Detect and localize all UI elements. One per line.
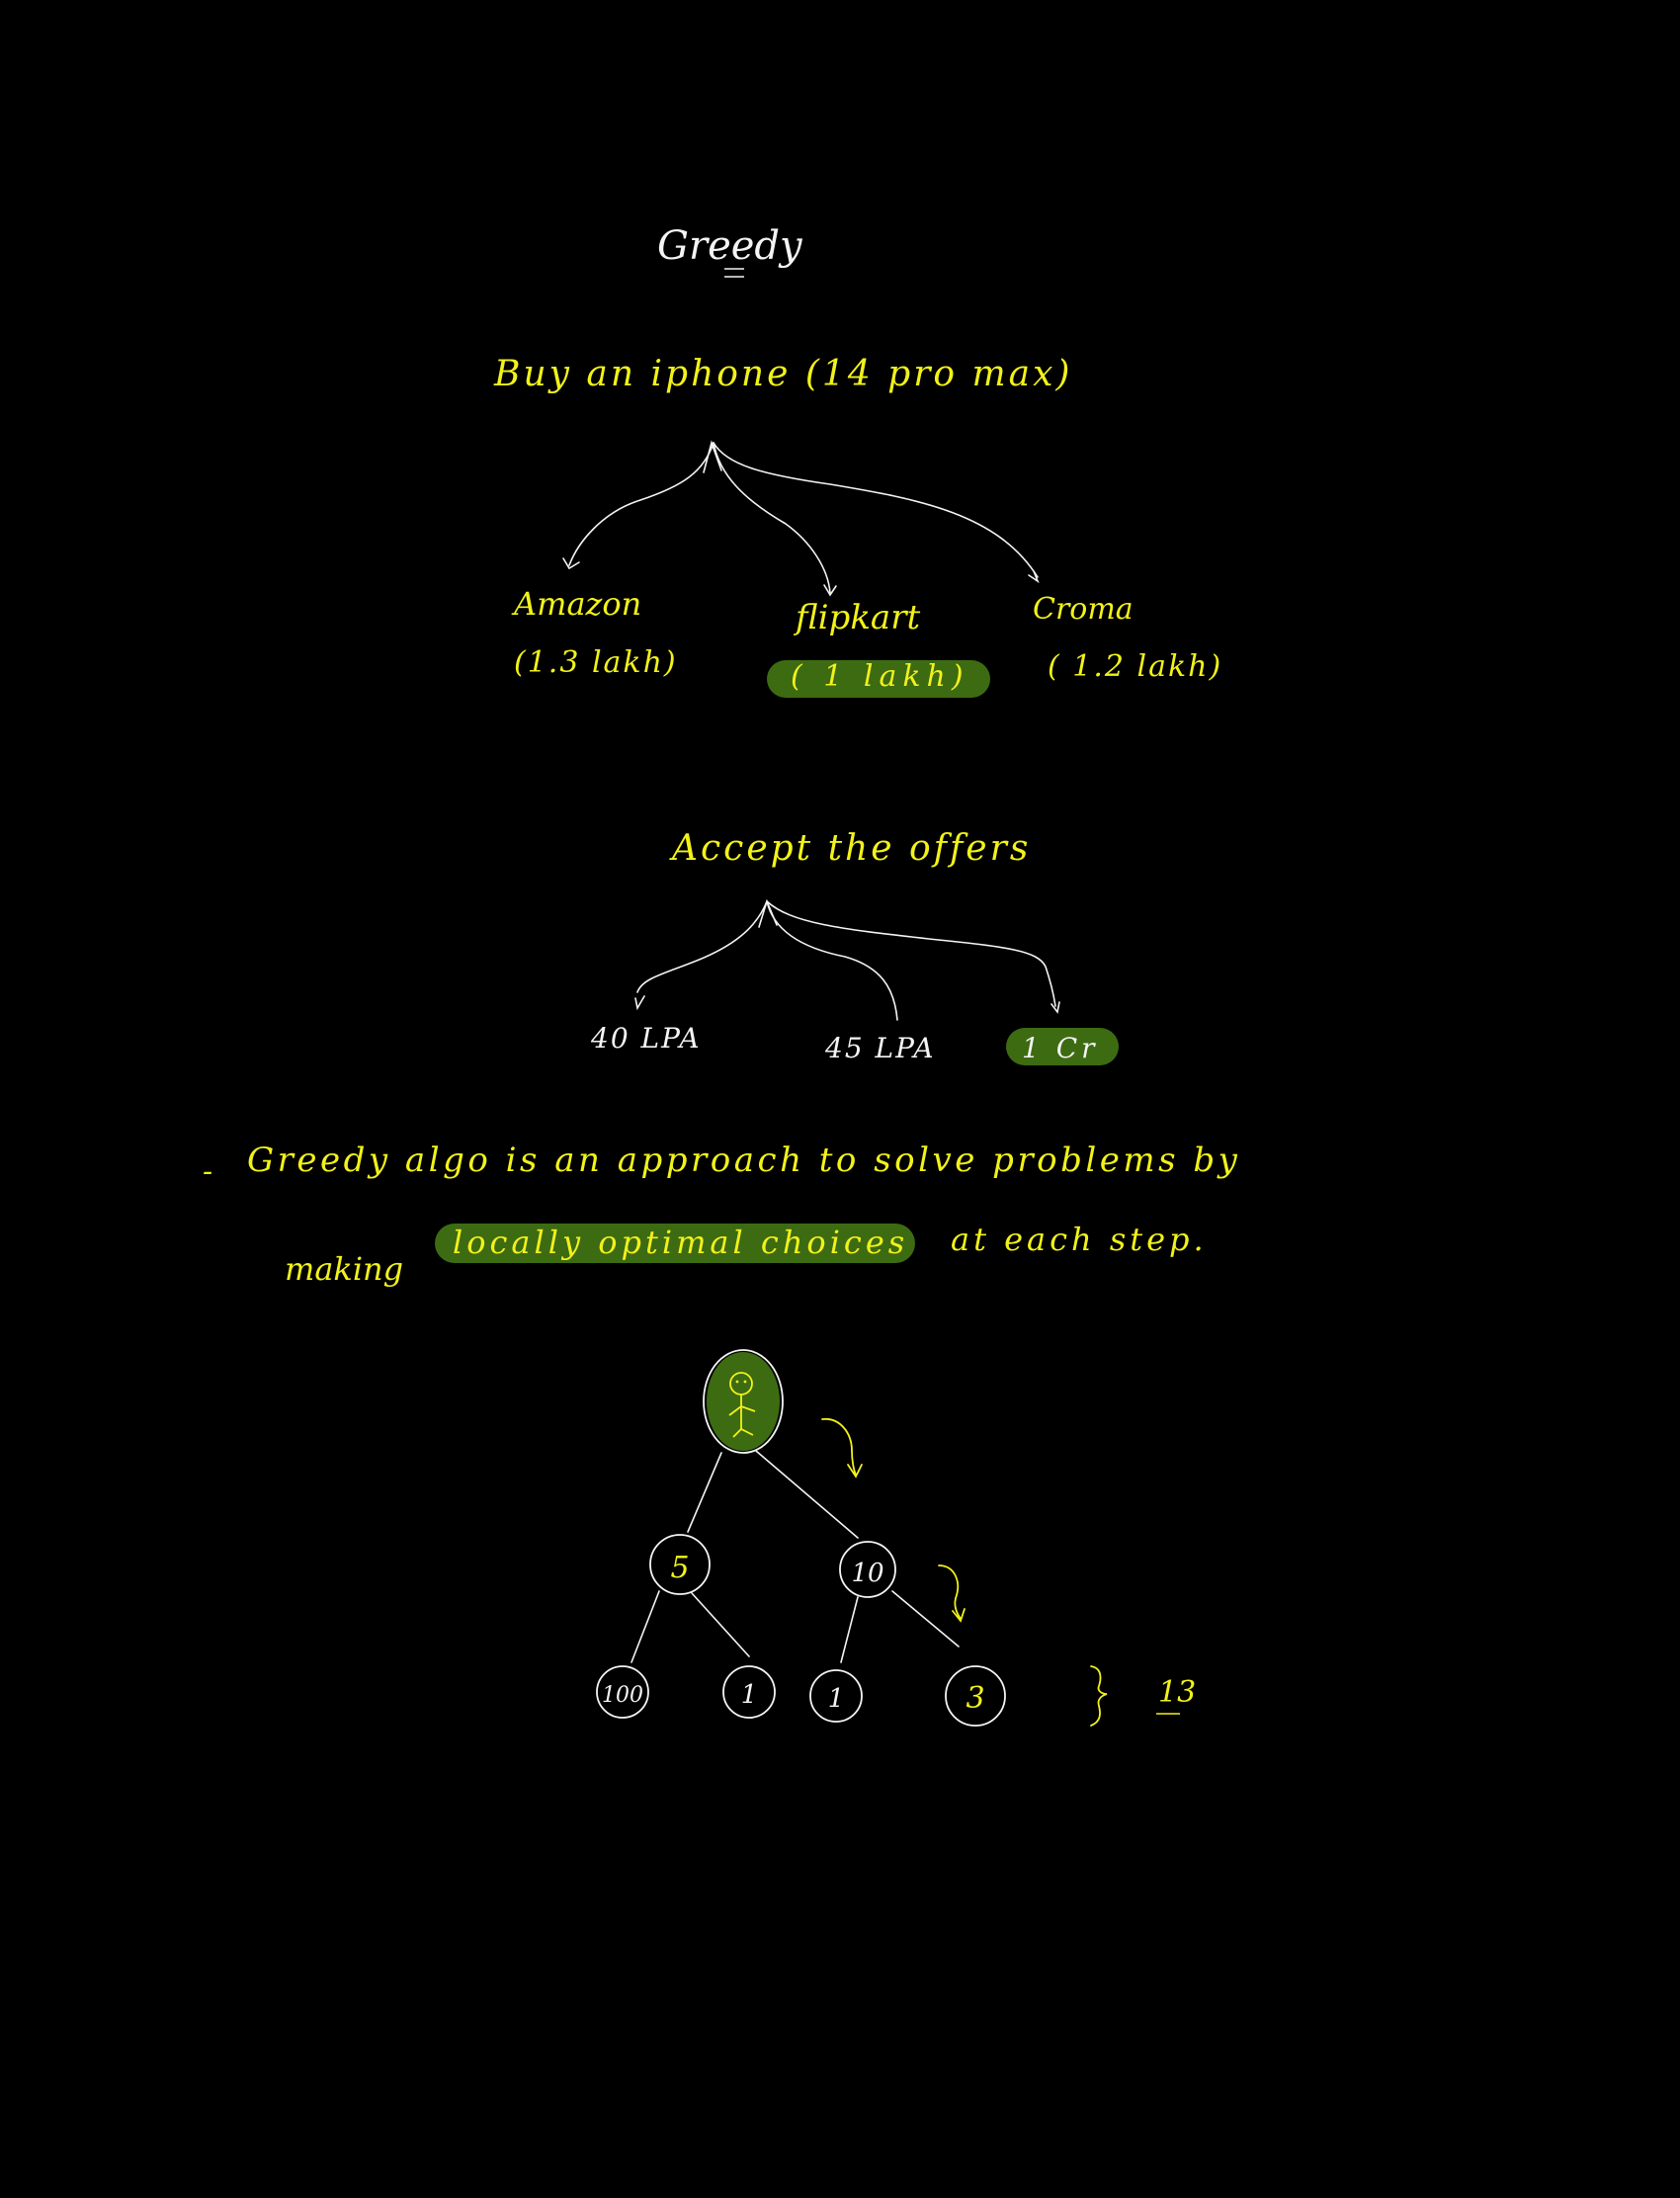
- highlight-locally-optimal: [435, 1224, 915, 1263]
- edge-root-5: [687, 1452, 722, 1533]
- definition-bullet: -: [203, 1154, 212, 1189]
- store-croma: Croma: [1033, 592, 1134, 627]
- tree-node-1-right-label: 1: [828, 1684, 845, 1714]
- tree-root-node: [703, 1349, 784, 1454]
- price-flipkart: ( 1 lakh): [791, 659, 969, 694]
- edge-10-1: [840, 1596, 859, 1663]
- store-flipkart: flipkart: [793, 598, 920, 637]
- greedy-sum: 13: [1158, 1675, 1196, 1710]
- arrow-40lpa: [634, 995, 645, 1011]
- tree-node-1-left: [722, 1665, 776, 1719]
- tree-node-100: [596, 1665, 649, 1719]
- edge-10-3: [891, 1590, 960, 1648]
- tree-node-1-left-label: 1: [741, 1680, 758, 1710]
- stick-figure-icon: [728, 1372, 756, 1438]
- sum-brace-icon: [1090, 1665, 1108, 1727]
- arrow-croma: [1028, 570, 1040, 584]
- tree-node-100-label: 100: [602, 1683, 643, 1708]
- arrow-flipkart: [823, 584, 837, 597]
- tree-node-5-label: 5: [670, 1551, 689, 1585]
- tree-node-5: [649, 1534, 711, 1595]
- definition-line-2-end: at each step.: [951, 1221, 1208, 1258]
- arrow-1cr: [1050, 1001, 1060, 1014]
- edge-5-100: [630, 1590, 660, 1663]
- offer-1cr: 1 Cr: [1022, 1032, 1099, 1064]
- example-offers: Accept the offers 40 LPA 45 LPA 1 Cr: [590, 828, 1119, 1065]
- branch-to-45lpa: [766, 900, 898, 1021]
- branch-to-flipkart: [713, 442, 831, 594]
- price-amazon: (1.3 lakh): [514, 645, 678, 680]
- arrow-amazon: [562, 557, 580, 570]
- definition-highlight-text: locally optimal choices: [453, 1224, 908, 1261]
- highlight-flipkart-price: [767, 660, 990, 698]
- price-croma: ( 1.2 lakh): [1048, 649, 1222, 684]
- edge-5-1: [691, 1592, 750, 1657]
- offers-question: Accept the offers: [669, 828, 1031, 869]
- definition-line-1: Greedy algo is an approach to solve prob…: [247, 1141, 1240, 1180]
- definition-making: making: [285, 1250, 403, 1288]
- definition: - Greedy algo is an approach to solve pr…: [203, 1141, 1240, 1288]
- page-title: Greedy: [657, 223, 803, 269]
- iphone-question: Buy an iphone (14 pro max): [493, 354, 1072, 394]
- tree-node-3: [945, 1665, 1006, 1727]
- greedy-arrow-1: [821, 1418, 863, 1479]
- tree-node-10: [839, 1541, 896, 1598]
- example-iphone: Buy an iphone (14 pro max) Amazon (1.3 l…: [493, 354, 1222, 698]
- greedy-arrow-2: [938, 1564, 966, 1623]
- tree-node-3-label: 3: [966, 1681, 984, 1716]
- highlight-1cr: [1006, 1028, 1119, 1065]
- branch-to-1cr: [766, 900, 1056, 1007]
- tree-diagram: 5 10 100 1 1 3 13: [596, 1349, 1196, 1727]
- tree-node-1-right: [809, 1669, 863, 1723]
- apex-marks: [703, 440, 722, 473]
- branch-to-croma: [713, 442, 1039, 578]
- branch-to-amazon: [568, 442, 714, 566]
- root-node-outline: [703, 1349, 784, 1454]
- offer-45lpa: 45 LPA: [824, 1032, 936, 1064]
- offer-40lpa: 40 LPA: [590, 1022, 702, 1055]
- root-node-fill: [707, 1352, 780, 1451]
- store-amazon: Amazon: [511, 585, 641, 623]
- edge-root-10: [755, 1450, 859, 1539]
- tree-node-10-label: 10: [851, 1559, 883, 1588]
- apex-marks-2: [758, 898, 778, 928]
- title-group: Greedy: [657, 223, 803, 278]
- branch-to-40lpa: [636, 900, 768, 993]
